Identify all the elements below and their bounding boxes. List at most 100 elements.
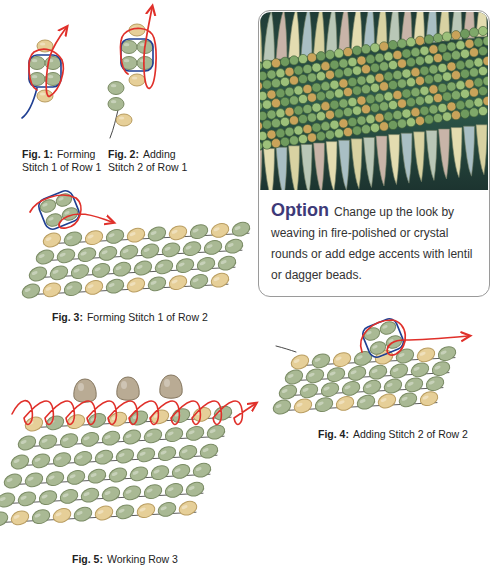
seed-bead [156,500,178,519]
seed-bead [125,276,147,295]
seed-bead [202,238,224,257]
seed-bead [135,445,157,464]
seed-bead [209,221,231,240]
seed-bead [160,240,182,259]
seed-bead [135,501,157,520]
seed-bead [319,380,341,399]
seed-bead [62,279,84,298]
seed-bead [149,463,171,482]
thread-loop-blue [121,39,153,71]
seed-bead [30,451,52,470]
seed-bead [340,379,362,398]
figure-number: Fig. 5: [72,553,103,565]
seed-bead [177,443,199,462]
option-photo [251,0,500,200]
seed-bead [188,272,210,291]
figure-caption: Fig. 1:Forming Stitch 1 of Row 1 [22,148,102,174]
seed-bead [41,280,63,299]
seed-bead [41,231,63,250]
seed-bead [191,461,213,480]
seed-bead [292,396,314,415]
seed-bead [163,425,185,444]
seed-bead [153,257,175,276]
figure-caption: Fig. 2:Adding Stitch 2 of Row 1 [108,148,188,174]
seed-bead [34,248,56,267]
seed-bead [184,480,206,499]
seed-bead [93,448,115,467]
seed-bead [23,470,45,489]
seed-bead [174,256,196,275]
option-panel: OptionChange up the look by weaving in f… [258,10,490,297]
seed-bead [209,271,231,290]
seed-bead [72,505,94,524]
figure-2 [108,8,156,138]
seed-bead [331,350,353,369]
seed-bead [79,430,101,449]
seed-bead [9,453,31,472]
seed-bead [114,447,136,466]
thread-path-red [121,8,157,88]
seed-bead [37,432,59,451]
seed-bead [65,468,87,487]
thread-loop-blue [29,55,61,87]
seed-bead [298,381,320,400]
seed-bead [125,226,147,245]
thread-path-red [30,195,112,228]
drop-bead [160,375,182,398]
figure-caption: Fig. 3:Forming Stitch 1 of Row 2 [52,311,312,324]
seed-bead [51,506,73,525]
seed-bead [142,482,164,501]
seed-bead [83,278,105,297]
seed-bead [376,392,398,411]
seed-bead [146,225,168,244]
seed-bead [167,223,189,242]
seed-bead [76,245,98,264]
seed-bead [436,344,458,363]
seed-bead [177,499,199,518]
seed-bead [20,282,42,301]
seed-bead [104,227,126,246]
seed-bead [104,277,126,296]
seed-bead [430,359,452,378]
seed-bead [0,510,10,529]
seed-bead [51,450,73,469]
seed-bead [223,237,245,256]
seed-bead [415,345,437,364]
figure-title: Adding Stitch 2 of Row 2 [353,428,468,440]
seed-bead [361,378,383,397]
seed-bead [114,502,136,521]
seed-bead [107,466,129,485]
seed-bead [100,429,122,448]
seed-bead [418,389,440,408]
seed-bead [167,273,189,292]
seed-bead [55,246,77,265]
seed-bead [111,260,133,279]
seed-bead [170,462,192,481]
seed-bead [283,368,305,387]
seed-bead [409,360,431,379]
seed-bead [0,491,17,510]
figure-title: Forming Stitch 1 of Row 2 [87,311,208,323]
figure-number: Fig. 2: [108,148,139,160]
seed-bead [72,449,94,468]
seed-bead [108,98,124,111]
seed-bead [313,395,335,414]
seed-bead [277,383,299,402]
seed-bead [146,274,168,293]
seed-bead [9,508,31,527]
seed-bead [100,485,122,504]
seed-bead [142,426,164,445]
seed-bead [83,228,105,247]
thread-path-blue [22,88,37,118]
figure-title: Working Row 3 [107,553,178,565]
seed-bead [397,390,419,409]
thread-path-red [29,28,66,96]
seed-bead [121,428,143,447]
seed-bead [37,488,59,507]
figure-caption: Fig. 4:Adding Stitch 2 of Row 2 [318,428,494,441]
seed-bead [271,398,293,417]
seed-bead [367,363,389,382]
seed-bead [44,469,66,488]
seed-bead [195,255,217,274]
seed-bead [156,444,178,463]
